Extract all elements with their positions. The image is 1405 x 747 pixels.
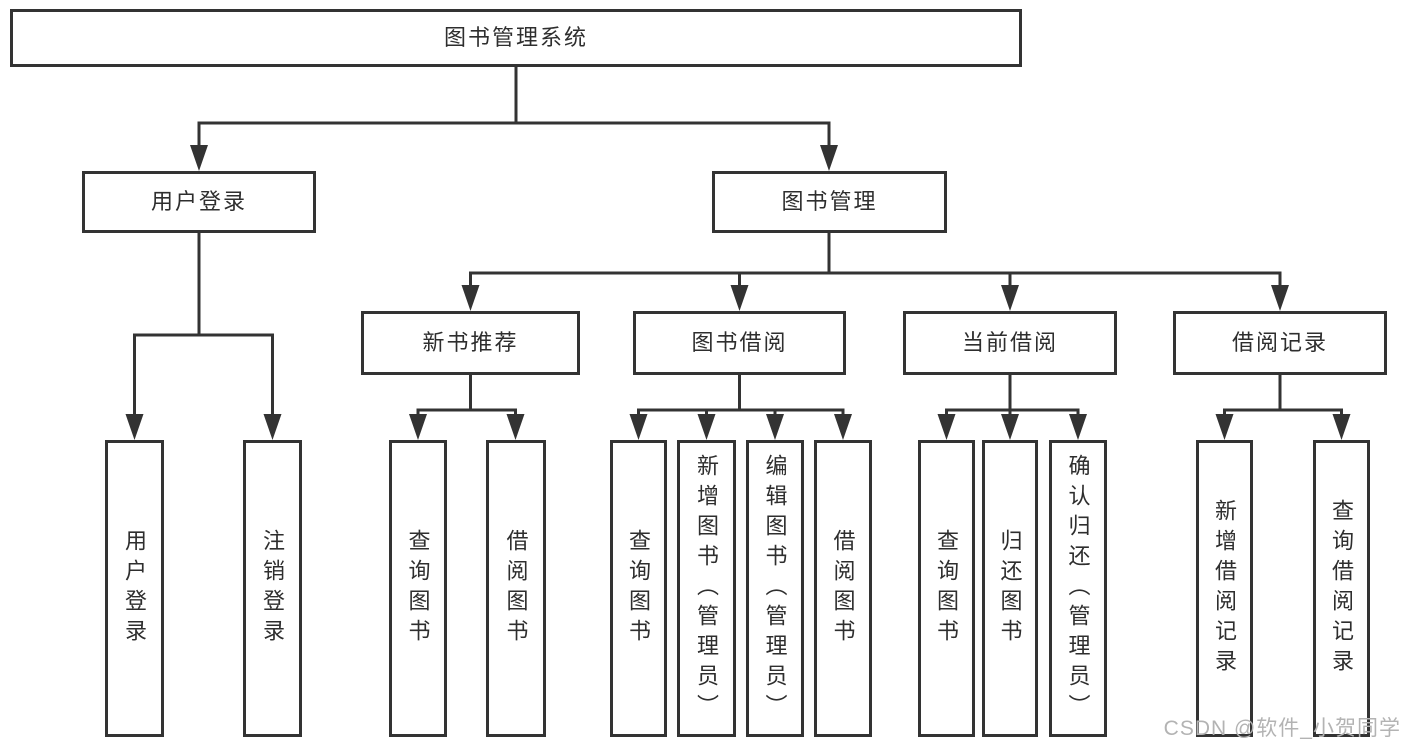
leaf-borrow-query-books-label: 查询图书 [626,528,652,649]
leaf-records-add-record: 新增借阅记录 [1196,440,1253,737]
leaf-current-confirm-return-admin: 确认归还（管理员） [1049,440,1107,737]
leaf-current-return-books: 归还图书 [982,440,1038,737]
leaf-recommend-borrow-books: 借阅图书 [486,440,546,737]
node-book-management: 图书管理 [712,171,947,233]
leaf-borrow-add-books-admin: 新增图书（管理员） [677,440,736,737]
leaf-current-query-books-label: 查询图书 [934,528,960,649]
leaf-current-confirm-return-admin-label: 确认归还（管理员） [1065,453,1091,724]
node-user-login-label: 用户登录 [150,189,247,214]
node-current-borrow: 当前借阅 [903,311,1117,375]
leaf-recommend-borrow-books-label: 借阅图书 [503,528,529,649]
leaf-recommend-query-books: 查询图书 [389,440,447,737]
leaf-current-return-books-label: 归还图书 [997,528,1023,649]
node-borrow-records: 借阅记录 [1173,311,1387,375]
leaf-borrow-query-books: 查询图书 [610,440,667,737]
leaf-recommend-query-books-label: 查询图书 [405,528,431,649]
node-book-borrow: 图书借阅 [633,311,846,375]
leaf-borrow-borrow-books: 借阅图书 [814,440,872,737]
node-user-login: 用户登录 [82,171,316,233]
node-borrow-records-label: 借阅记录 [1231,330,1328,355]
node-root-label: 图书管理系统 [443,25,588,50]
leaf-borrow-add-books-admin-label: 新增图书（管理员） [694,453,720,724]
leaf-logout: 注销登录 [243,440,302,737]
node-new-book-recommend-label: 新书推荐 [422,330,519,355]
node-current-borrow-label: 当前借阅 [961,330,1058,355]
watermark: CSDN @软件_小贺同学 [1163,717,1401,740]
node-book-management-label: 图书管理 [781,189,878,214]
leaf-borrow-edit-books-admin-label: 编辑图书（管理员） [762,453,788,724]
node-book-borrow-label: 图书借阅 [691,330,788,355]
leaf-user-login-label: 用户登录 [122,528,148,649]
leaf-records-query-record-label: 查询借阅记录 [1329,498,1355,679]
leaf-records-query-record: 查询借阅记录 [1313,440,1370,737]
leaf-current-query-books: 查询图书 [918,440,975,737]
leaf-borrow-borrow-books-label: 借阅图书 [830,528,856,649]
leaf-records-add-record-label: 新增借阅记录 [1212,498,1238,679]
leaf-logout-label: 注销登录 [260,528,286,649]
node-root: 图书管理系统 [10,9,1022,67]
leaf-user-login: 用户登录 [105,440,164,737]
leaf-borrow-edit-books-admin: 编辑图书（管理员） [746,440,804,737]
node-new-book-recommend: 新书推荐 [361,311,580,375]
